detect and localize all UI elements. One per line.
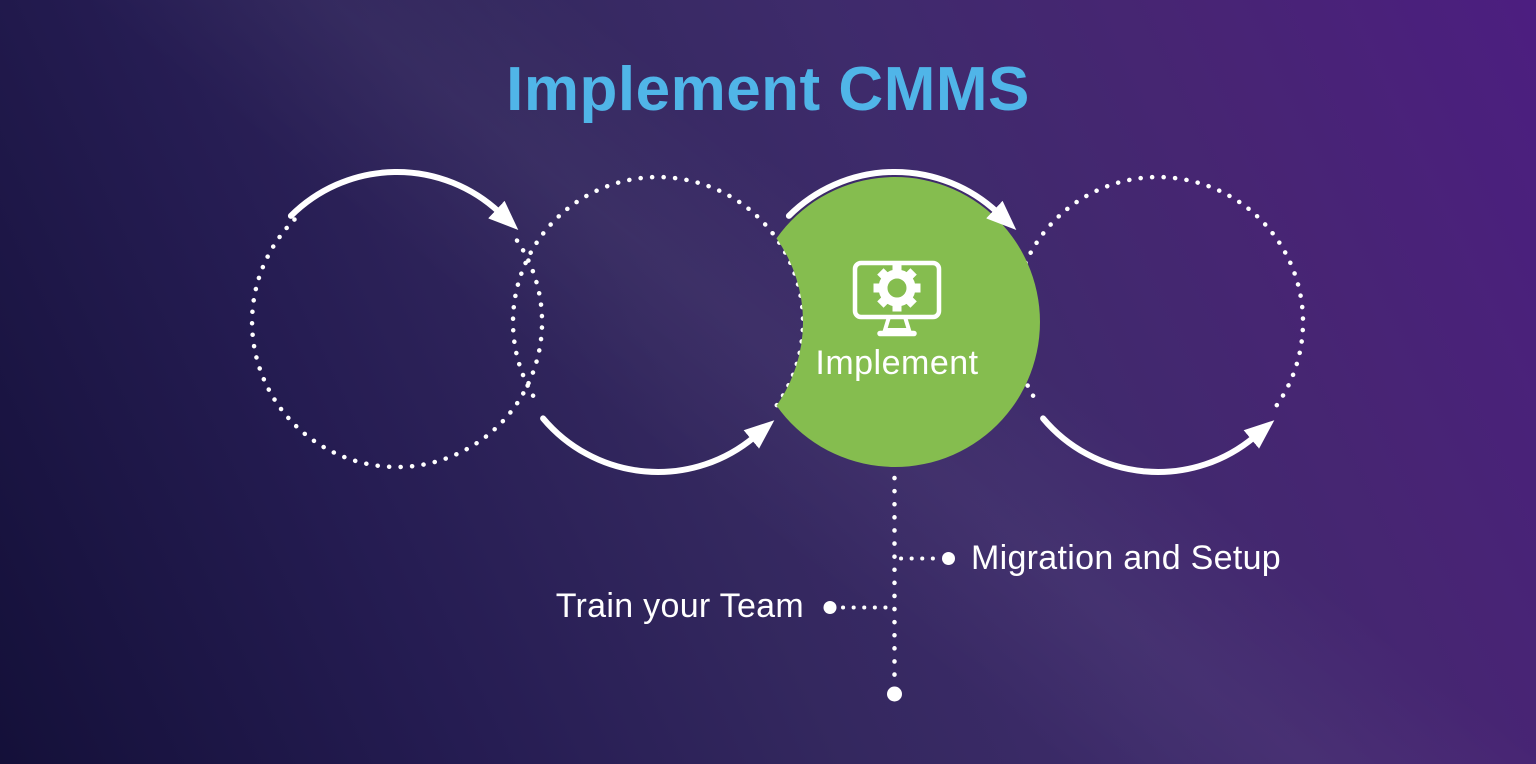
arrow-step4-onward	[1040, 415, 1275, 475]
gear-icon	[873, 264, 921, 312]
active-step-label: Implement	[815, 344, 979, 382]
step-2-dotted-circle	[510, 174, 806, 408]
monitor-stand	[882, 316, 912, 332]
branch-left-dot	[823, 601, 837, 614]
callout-train-your-team: Train your Team	[555, 587, 804, 625]
connector-end-dot	[887, 686, 902, 702]
callout-migration-and-setup: Migration and Setup	[971, 539, 1282, 577]
page-title: Implement CMMS	[506, 55, 1030, 124]
step-4-dotted-circle	[1010, 174, 1306, 408]
arrow-step1-to-step2	[287, 168, 519, 231]
step-1-dotted-circle	[249, 217, 545, 470]
callout-connector	[823, 475, 955, 702]
arrow-step2-to-step3	[540, 415, 775, 475]
arrow-step3-to-step4	[785, 168, 1017, 231]
monitor-screen	[852, 260, 942, 320]
monitor-gear-icon	[852, 260, 942, 337]
branch-right-dot	[942, 552, 955, 565]
